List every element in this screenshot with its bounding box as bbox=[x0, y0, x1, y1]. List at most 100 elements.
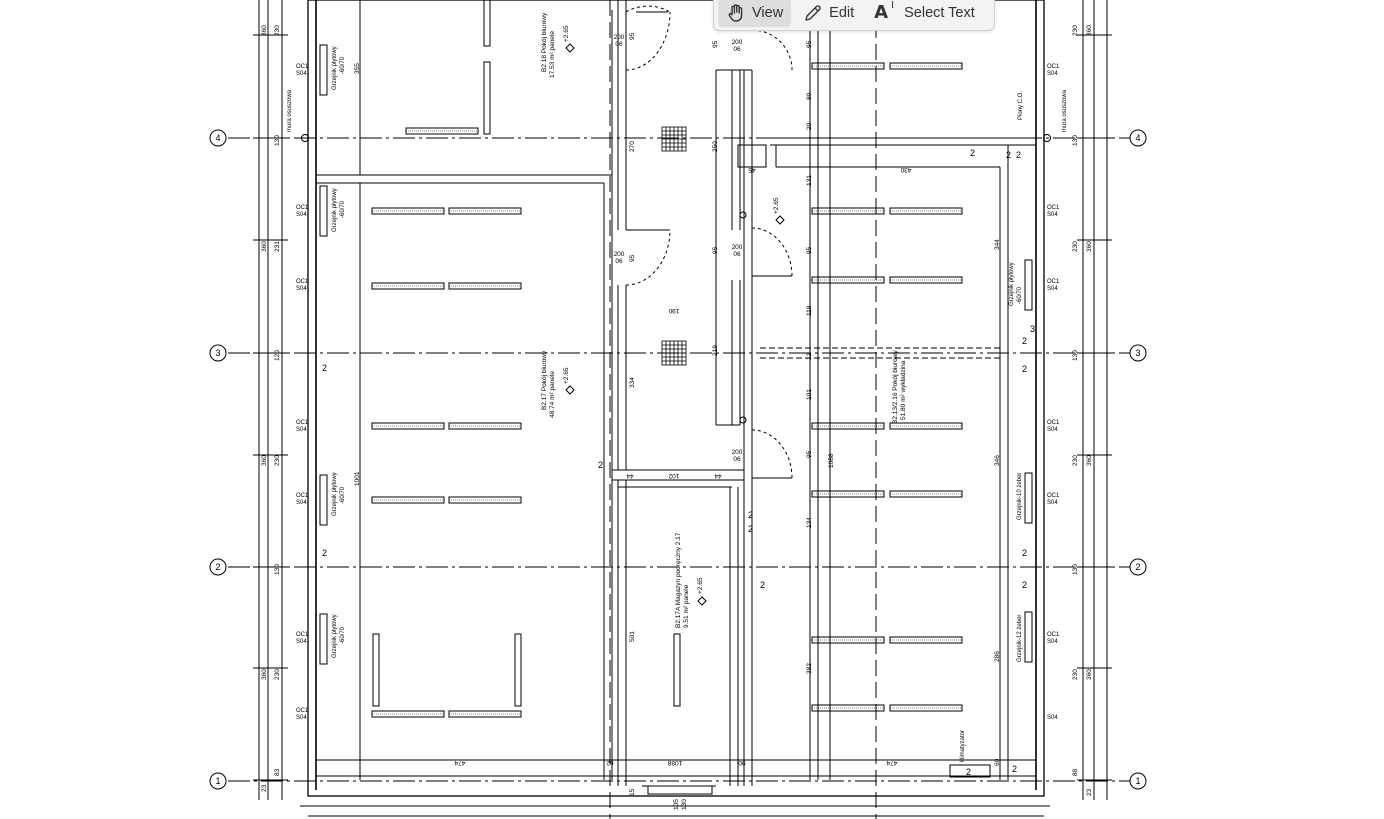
door-tag: 200 bbox=[732, 449, 743, 456]
svg-text:2: 2 bbox=[748, 510, 753, 520]
dimension-label: 95 bbox=[806, 246, 813, 254]
dimension-label: 360 bbox=[1086, 25, 1093, 36]
socket-tag: S04 bbox=[1047, 500, 1058, 506]
socket-tag: S04 bbox=[1047, 715, 1058, 721]
svg-text:2: 2 bbox=[748, 524, 753, 534]
door-tag: 06 bbox=[733, 251, 741, 258]
dimension-label: 130 bbox=[274, 135, 281, 146]
hand-icon bbox=[726, 3, 746, 23]
view-label: View bbox=[752, 5, 784, 21]
dimension-label: 231 bbox=[274, 241, 281, 252]
socket-tag: OC1 bbox=[1047, 205, 1060, 211]
socket-tag: S04 bbox=[296, 715, 307, 721]
socket-tag: S04 bbox=[1047, 212, 1058, 218]
axis-label: 2 bbox=[215, 562, 220, 572]
room-area: 48.74 m² panele bbox=[549, 371, 556, 418]
radiator-label: Grzejnik płytowy bbox=[332, 46, 338, 90]
socket-tag: S04 bbox=[296, 427, 307, 433]
socket-tag: OC1 bbox=[1047, 279, 1060, 285]
dimension-label: 286 bbox=[994, 651, 1001, 662]
svg-text:2: 2 bbox=[1022, 336, 1027, 346]
svg-text:3: 3 bbox=[1030, 324, 1035, 334]
dimension-label: 501 bbox=[629, 631, 636, 642]
radiator-label: -60/70 bbox=[340, 56, 346, 74]
svg-text:2: 2 bbox=[966, 767, 971, 777]
riser-label: Piony C.O. bbox=[1018, 91, 1024, 120]
svg-text:2: 2 bbox=[1022, 364, 1027, 374]
dimension-label: 219 bbox=[712, 345, 719, 356]
ac-label: klimatyzator bbox=[960, 730, 966, 762]
socket-tag: S04 bbox=[1047, 286, 1058, 292]
dimension-label: 230 bbox=[1072, 25, 1079, 36]
wall-label: mura osuszowa bbox=[287, 89, 293, 132]
room-level: +2.65 bbox=[563, 25, 570, 42]
dimension-label: 190 bbox=[668, 307, 679, 314]
dimension-label: 95 bbox=[806, 40, 813, 48]
axis-label: 1 bbox=[215, 776, 220, 786]
svg-text:2: 2 bbox=[1022, 548, 1027, 558]
dimension-label: 230 bbox=[1072, 241, 1079, 252]
dimension-label: 118 bbox=[806, 305, 813, 316]
dimension-label: 130 bbox=[1072, 350, 1079, 361]
dimension-label: 80 bbox=[806, 92, 813, 100]
select-text-label: Select Text bbox=[904, 5, 975, 21]
svg-text:2: 2 bbox=[1006, 150, 1011, 160]
socket-tag: OC1 bbox=[1047, 420, 1060, 426]
dimension-label: 334 bbox=[629, 377, 636, 388]
dimension-label: 360 bbox=[261, 669, 268, 680]
edit-tool-button[interactable]: Edit bbox=[795, 0, 862, 27]
socket-tag: S04 bbox=[296, 212, 307, 218]
dimension-label: 1088 bbox=[828, 453, 835, 468]
radiator-label: Grzejnik-10 żeber bbox=[1017, 473, 1023, 520]
dimension-label: 360 bbox=[261, 455, 268, 466]
dimension-label: 62 bbox=[606, 759, 614, 766]
dimension-label: 95 bbox=[712, 246, 719, 254]
socket-tag: S04 bbox=[1047, 71, 1058, 77]
dimension-label: 45 bbox=[748, 166, 756, 173]
dimension-label: 360 bbox=[1086, 669, 1093, 680]
socket-tag: OC1 bbox=[296, 420, 309, 426]
door-tag: 06 bbox=[733, 46, 741, 53]
dimension-label: 95 bbox=[806, 450, 813, 458]
axis-label: 4 bbox=[1135, 133, 1140, 143]
room-level: +2.65 bbox=[563, 367, 570, 384]
svg-text:2: 2 bbox=[760, 580, 765, 590]
door-tag: 06 bbox=[733, 456, 741, 463]
dimension-label: 346 bbox=[994, 455, 1001, 466]
dimension-label: 430 bbox=[900, 166, 911, 173]
dimension-label: 1001 bbox=[354, 471, 361, 486]
view-tool-button[interactable]: View bbox=[718, 0, 792, 27]
dimension-label: 230 bbox=[274, 669, 281, 680]
dimension-label: 12 bbox=[806, 352, 813, 360]
dimension-label: 474 bbox=[454, 759, 465, 766]
dimension-label: 88 bbox=[1072, 768, 1079, 776]
socket-tag: OC1 bbox=[1047, 493, 1060, 499]
axis-label: 4 bbox=[215, 133, 220, 143]
room-level: +2.65 bbox=[773, 197, 780, 214]
room-area: 9.51 m² panele bbox=[683, 584, 690, 628]
radiator-label: Grzejnik płytowy bbox=[332, 472, 338, 516]
axis-label: 2 bbox=[1135, 562, 1140, 572]
dimension-label: 382 bbox=[806, 663, 813, 674]
radiator-label: -60/70 bbox=[340, 486, 346, 504]
radiator-label: Grzejnik-12 żeber bbox=[1017, 615, 1023, 662]
svg-text:2: 2 bbox=[970, 148, 975, 158]
door-tag: 200 bbox=[614, 34, 625, 41]
room-level: +2.65 bbox=[697, 577, 704, 594]
room-area: 51.80 m² wykładzina bbox=[900, 360, 907, 420]
dimension-label: 230 bbox=[274, 25, 281, 36]
dimension-label: 230 bbox=[274, 455, 281, 466]
room-name: B2.17 Pokój biurowy bbox=[541, 350, 548, 410]
door-tag: 200 bbox=[614, 251, 625, 258]
dimension-label: 44 bbox=[714, 472, 722, 479]
dimension-label: 360 bbox=[261, 25, 268, 36]
svg-text:2: 2 bbox=[322, 363, 327, 373]
dimension-label: 360 bbox=[1086, 241, 1093, 252]
door-tag: 06 bbox=[615, 258, 623, 265]
radiator-label: -60/70 bbox=[1017, 286, 1023, 304]
socket-tag: S04 bbox=[296, 286, 307, 292]
room-name: B2.17A Magazyn podręczny 2.17 bbox=[675, 532, 682, 628]
dimension-label: 120 bbox=[274, 350, 281, 361]
